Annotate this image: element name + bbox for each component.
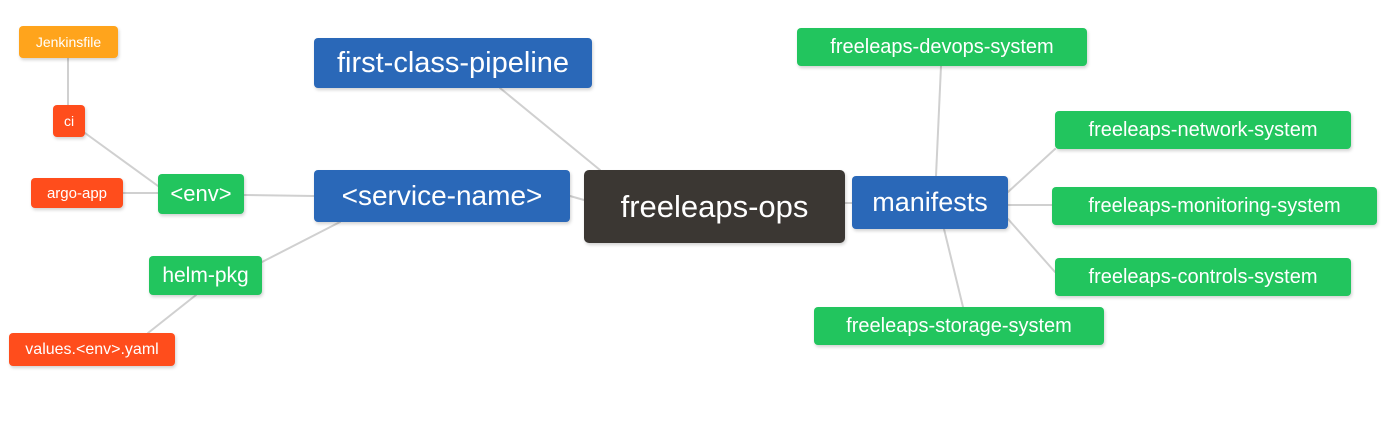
mindmap-node-manifests[interactable]: manifests [852,176,1008,229]
edge-env-to-service-name [243,194,315,197]
edge-manifests-to-freeleaps-controls-system [1007,218,1056,273]
mindmap-node-values-yaml[interactable]: values.<env>.yaml [9,333,175,366]
edge-first-class-pipeline-to-freeleaps-ops [499,87,601,171]
mindmap-node-argo-app[interactable]: argo-app [31,178,123,208]
mindmap-node-freeleaps-devops-system[interactable]: freeleaps-devops-system [797,28,1087,66]
mindmap-node-freeleaps-monitoring-system[interactable]: freeleaps-monitoring-system [1052,187,1377,225]
mindmap-node-helm-pkg[interactable]: helm-pkg [149,256,262,295]
mindmap-node-ci[interactable]: ci [53,105,85,137]
edge-manifests-to-freeleaps-devops-system [935,65,942,177]
mindmap-node-freeleaps-storage-system[interactable]: freeleaps-storage-system [814,307,1104,345]
edge-values-yaml-to-helm-pkg [147,294,197,334]
mindmap-node-first-class-pipeline[interactable]: first-class-pipeline [314,38,592,88]
mindmap-node-freeleaps-controls-system[interactable]: freeleaps-controls-system [1055,258,1351,296]
edge-manifests-to-freeleaps-storage-system [943,228,964,308]
mindmap-node-service-name[interactable]: <service-name> [314,170,570,222]
mindmap-node-freeleaps-network-system[interactable]: freeleaps-network-system [1055,111,1351,149]
mindmap-node-jenkinsfile[interactable]: Jenkinsfile [19,26,118,58]
edge-manifests-to-freeleaps-network-system [1007,148,1056,193]
mindmap-node-freeleaps-ops[interactable]: freeleaps-ops [584,170,845,243]
mindmap-node-env[interactable]: <env> [158,174,244,214]
edge-service-name-to-freeleaps-ops [569,195,585,201]
edge-helm-pkg-to-service-name [261,221,341,263]
